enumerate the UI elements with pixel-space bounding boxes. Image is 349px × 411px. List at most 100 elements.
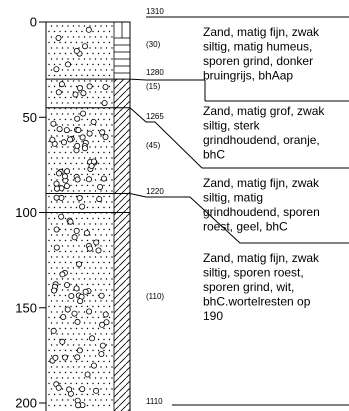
sand-dot: [97, 371, 100, 374]
sand-dot: [75, 382, 78, 385]
sand-dot: [72, 223, 75, 225]
layer-description-line: bhC.wortelresten op: [203, 295, 311, 309]
sand-dot: [50, 190, 53, 192]
gravel-symbol: [85, 26, 92, 33]
sand-dot: [70, 85, 72, 88]
sand-dot: [72, 388, 75, 390]
sand-dot: [70, 316, 72, 319]
sand-dot: [92, 140, 94, 143]
sand-dot: [105, 278, 108, 280]
sand-dot: [53, 349, 56, 352]
gravel-symbol: [82, 288, 89, 295]
sand-dot: [61, 289, 64, 291]
sand-dot: [48, 118, 50, 121]
sand-dot: [56, 58, 58, 60]
sand-dot: [67, 377, 69, 379]
gravel-symbol: [62, 354, 69, 361]
sand-dot: [97, 382, 100, 385]
sand-dot: [108, 316, 111, 319]
sand-dot: [86, 316, 89, 319]
sand-dot: [64, 195, 67, 198]
gravel-symbol: [55, 89, 62, 96]
sand-dot: [81, 217, 83, 220]
sand-dot: [53, 338, 56, 341]
sand-dot: [59, 261, 61, 264]
sand-dot: [108, 404, 111, 407]
sand-dot: [111, 58, 113, 60]
sand-dot: [78, 36, 80, 38]
sand-dot: [64, 349, 67, 352]
sand-dot: [86, 184, 89, 187]
sand-dot: [94, 157, 97, 159]
sand-dot: [105, 399, 108, 401]
gravel-symbol: [99, 342, 106, 349]
sand-dot: [61, 278, 64, 280]
sand-dot: [75, 74, 78, 77]
sand-dot: [78, 234, 80, 236]
sand-dot: [53, 206, 56, 209]
layer-description-line: grindhoudend, sporen: [203, 205, 320, 219]
sand-dot: [94, 278, 97, 280]
sand-dot: [111, 80, 113, 82]
sand-dot: [64, 151, 67, 154]
sand-dot: [50, 223, 53, 225]
sand-dot: [61, 102, 64, 104]
sand-dot: [92, 239, 94, 242]
gravel-symbol: [71, 310, 78, 317]
sand-dot: [53, 118, 56, 121]
sand-dot: [67, 245, 69, 247]
gravel-symbol: [66, 386, 73, 393]
sand-dot: [61, 245, 64, 247]
sand-dot: [94, 256, 97, 258]
sand-dot: [97, 140, 100, 143]
sand-dot: [53, 371, 56, 374]
sand-dot: [72, 377, 75, 379]
sand-dot: [86, 96, 89, 99]
sand-dot: [89, 124, 91, 126]
sand-dot: [72, 124, 75, 126]
sand-dot: [108, 41, 111, 44]
gravel-symbol: [83, 229, 90, 236]
sand-dot: [83, 355, 86, 357]
sand-dot: [50, 355, 53, 357]
sand-dot: [111, 245, 113, 247]
sand-dot: [70, 96, 72, 99]
sand-dot: [92, 206, 94, 209]
gravel-symbol: [72, 91, 79, 98]
sand-dot: [103, 272, 105, 275]
sand-dot: [61, 234, 64, 236]
sand-dot: [48, 85, 50, 88]
sand-dot: [103, 327, 105, 330]
sand-dot: [105, 47, 108, 49]
sand-dot: [56, 25, 58, 27]
gravel-symbol: [74, 176, 81, 183]
sand-dot: [50, 344, 53, 346]
sand-dot: [103, 52, 105, 55]
sand-dot: [61, 36, 64, 38]
sand-dot: [78, 168, 80, 170]
sand-dot: [75, 41, 78, 44]
sand-dot: [81, 151, 83, 154]
sand-dot: [48, 74, 50, 77]
sand-dot: [61, 47, 64, 49]
sand-dot: [92, 63, 94, 66]
sand-dot: [111, 300, 113, 302]
sand-dot: [100, 267, 102, 269]
sand-dot: [108, 173, 111, 176]
sand-dot: [97, 360, 100, 363]
sand-dot: [89, 25, 91, 27]
sand-dot: [94, 91, 97, 93]
gravel-symbol: [101, 100, 108, 107]
gravel-symbol: [88, 162, 95, 169]
sand-dot: [111, 333, 113, 335]
sand-dot: [92, 217, 94, 220]
sand-dot: [59, 327, 61, 330]
sand-dot: [64, 30, 67, 33]
sand-dot: [75, 250, 78, 253]
sand-dot: [111, 124, 113, 126]
sand-dot: [108, 338, 111, 341]
sand-dot: [86, 151, 89, 154]
sand-dot: [56, 80, 58, 82]
sand-dot: [53, 173, 56, 176]
sand-dot: [56, 47, 58, 49]
